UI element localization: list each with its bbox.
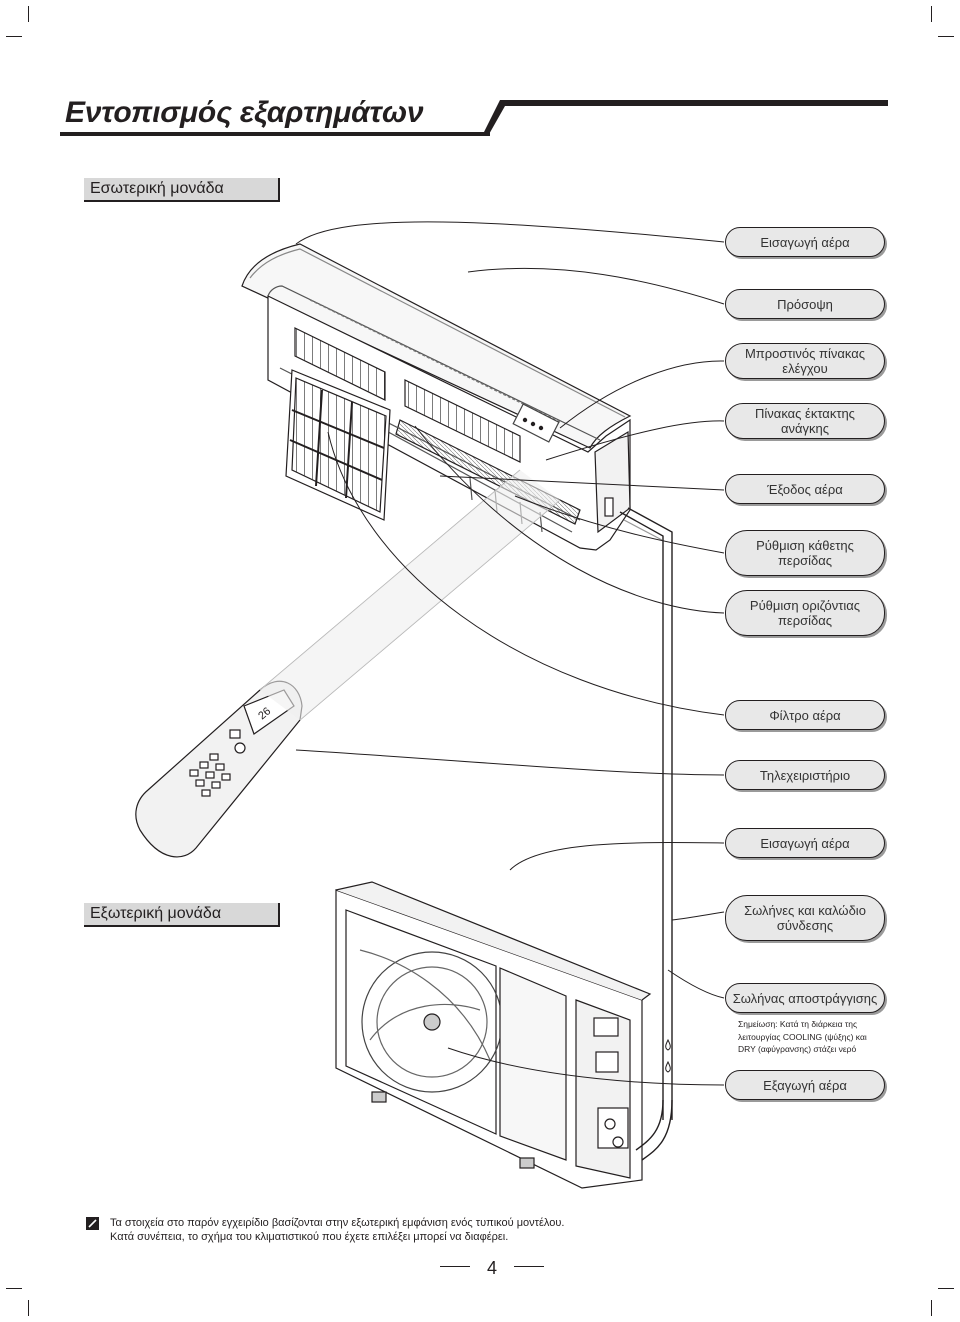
section-indoor-unit: Εσωτερική μονάδα — [84, 178, 280, 202]
air-filter — [285, 369, 391, 521]
callout-label: Εξαγωγή αέρα — [763, 1077, 847, 1093]
water-drop-icon — [665, 1038, 671, 1051]
callout-label: σύνδεσης — [776, 918, 834, 933]
footer-note: Τα στοιχεία στο παρόν εγχειρίδιο βασίζον… — [110, 1216, 564, 1244]
connecting-pipes — [635, 1099, 673, 1161]
callout-air-filter: Φίλτρο αέρα — [725, 700, 885, 730]
outdoor-unit — [335, 881, 652, 1189]
page-number-block: 4 — [440, 1258, 544, 1278]
front-cover — [241, 243, 632, 449]
drain-note-line: λειτουργίας COOLING (ψύξης) και — [738, 1031, 867, 1042]
crop-mark — [28, 6, 29, 22]
callout-label: Έξοδος αέρα — [767, 481, 843, 497]
callout-remote-control: Τηλεχειριστήριο — [725, 760, 885, 790]
callout-label: Ρύθμιση κάθετης — [756, 538, 854, 553]
leader-lines — [295, 221, 725, 1086]
callout-air-inlet-top: Εισαγωγή αέρα — [725, 227, 885, 257]
callout-label: Πρόσοψη — [777, 296, 833, 312]
callout-label: Τηλεχειριστήριο — [759, 767, 851, 783]
drain-note-line: DRY (αφύγρανσης) στάζει νερό — [738, 1044, 857, 1054]
crop-mark — [6, 36, 22, 37]
callout-label: Ρύθμιση οριζόντιας — [749, 598, 861, 613]
callout-drain-hose: Σωλήνας αποστράγγισης — [725, 983, 885, 1013]
footer-note-line: Τα στοιχεία στο παρόν εγχειρίδιο βασίζον… — [110, 1217, 565, 1229]
crop-mark — [938, 1288, 954, 1289]
callout-air-exhaust: Εξαγωγή αέρα — [725, 1070, 885, 1100]
drain-note-line: Σημείωση: Κατά τη διάρκεια της — [738, 1019, 858, 1029]
callout-air-inlet-outdoor: Εισαγωγή αέρα — [725, 828, 885, 858]
callout-label: Σωλήνας αποστράγγισης — [732, 990, 878, 1006]
callout-label: Φίλτρο αέρα — [769, 707, 841, 723]
remote-control: 26 — [135, 680, 303, 858]
drain-note: Σημείωση: Κατά τη διάρκεια της λειτουργί… — [738, 1018, 888, 1056]
callout-label: Εισαγωγή αέρα — [760, 234, 850, 250]
note-icon — [86, 1217, 99, 1230]
crop-mark — [938, 36, 954, 37]
footer-note-line: Κατά συνέπεια, το σχήμα του κλιματιστικο… — [110, 1231, 509, 1243]
callout-label: ελέγχου — [782, 361, 828, 376]
callout-label: περσίδας — [777, 613, 833, 628]
crop-mark — [931, 1300, 932, 1316]
callout-front-panel: Πρόσοψη — [725, 289, 885, 319]
water-drop-icon — [665, 1060, 671, 1073]
callout-label: Εισαγωγή αέρα — [760, 835, 850, 851]
section-outdoor-unit: Εξωτερική μονάδα — [84, 903, 280, 927]
callout-label: Σωλήνες και καλώδιο — [744, 903, 866, 918]
page-title: Εντοπισμός εξαρτημάτων — [65, 96, 424, 129]
callout-label: ανάγκης — [780, 421, 829, 436]
crop-mark — [6, 1288, 22, 1289]
callout-label: περσίδας — [777, 553, 833, 568]
callout-label: Πίνακας έκτακτης — [755, 406, 855, 421]
crop-mark — [931, 6, 932, 22]
callout-label: Μπροστινός πίνακας — [744, 346, 866, 361]
page-number: 4 — [486, 1258, 497, 1278]
page-number-rule — [440, 1266, 470, 1267]
crop-mark — [28, 1300, 29, 1316]
page-number-rule — [514, 1266, 544, 1267]
callout-air-outlet: Έξοδος αέρα — [725, 474, 885, 504]
